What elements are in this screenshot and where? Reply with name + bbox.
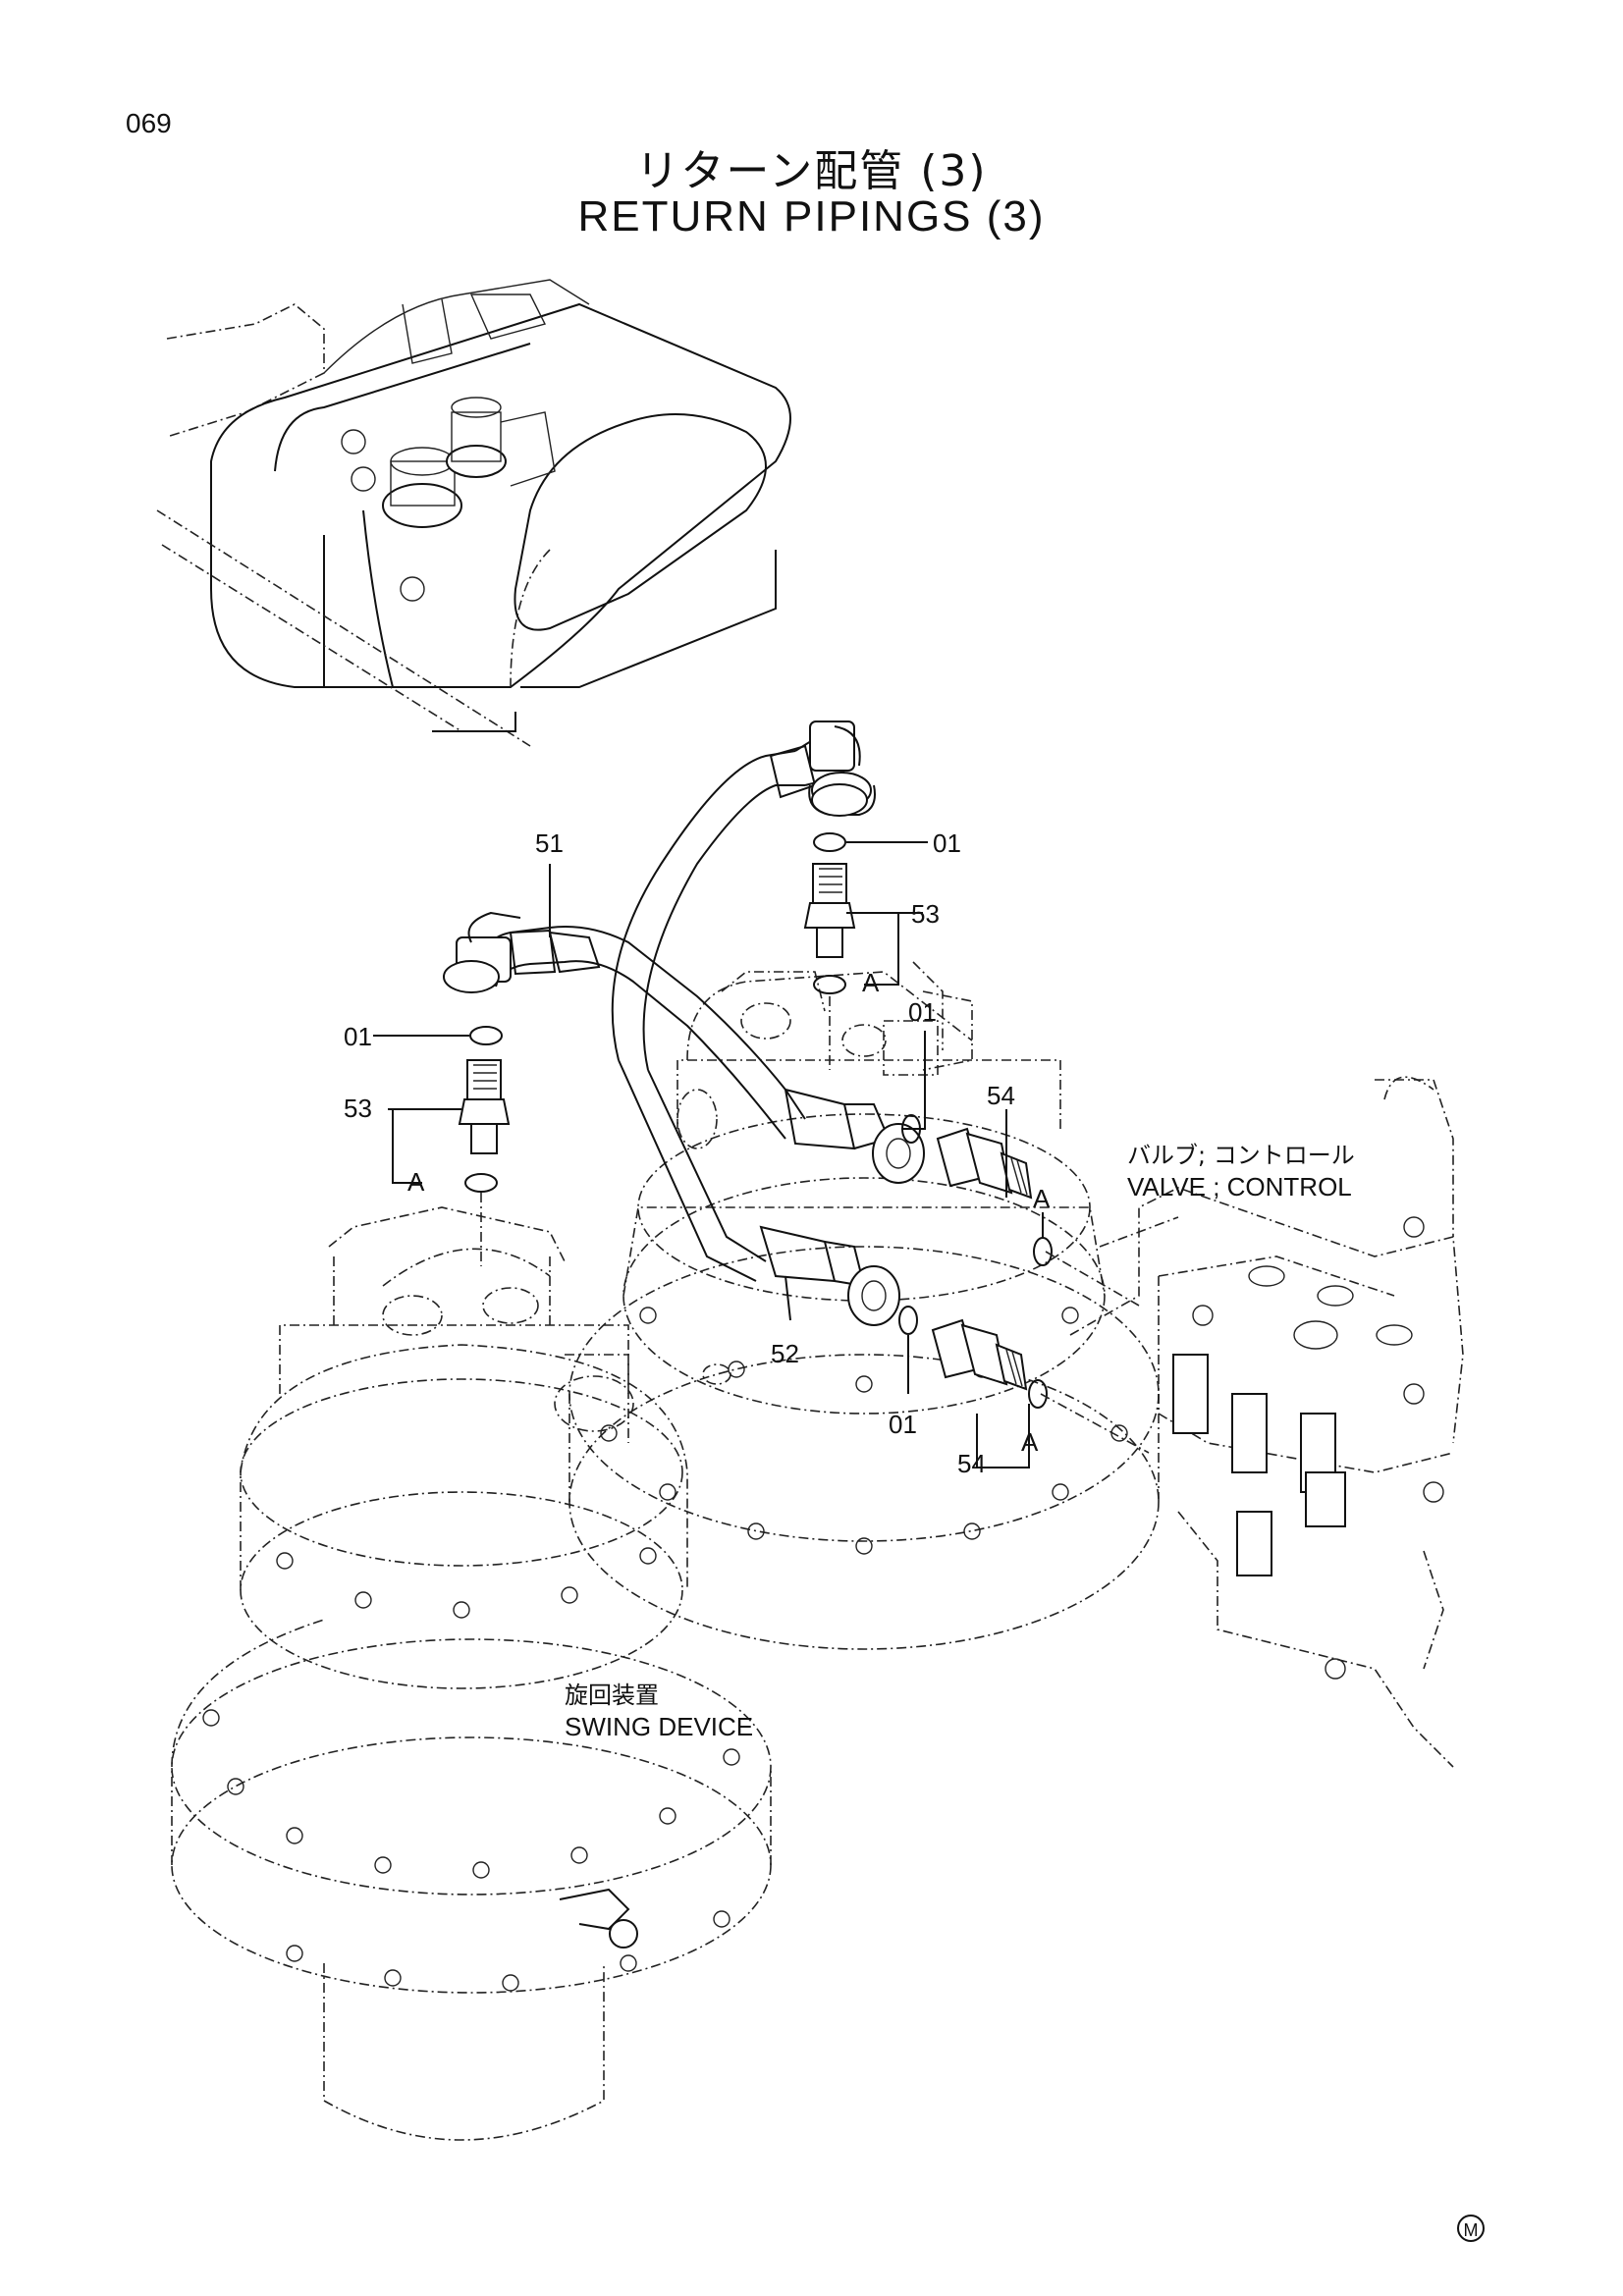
adapter-54-lower	[931, 1318, 1150, 1454]
callout-01-left: 01	[344, 1022, 372, 1051]
callout-01-mid: 01	[908, 997, 937, 1027]
callout-51: 51	[535, 828, 564, 858]
callout-53-left: 53	[344, 1094, 372, 1123]
callout-01-lower: 01	[889, 1410, 917, 1439]
adapter-54-upper	[936, 1127, 1140, 1307]
callout-52: 52	[771, 1339, 799, 1368]
swing-label-jp: 旋回装置	[565, 1682, 659, 1709]
component-labels: バルブ; コントロール VALVE ; CONTROL 旋回装置 SWING D…	[565, 1142, 1355, 1741]
callout-53-upper: 53	[911, 899, 940, 929]
footer-mark-letter: M	[1464, 2220, 1479, 2240]
callout-54-upper: 54	[987, 1081, 1015, 1110]
title-english: RETURN PIPINGS (3)	[577, 192, 1046, 240]
callout-01-upper: 01	[933, 828, 961, 858]
leader-lines	[373, 841, 1044, 1468]
valve-label-jp: バルブ; コントロール	[1127, 1142, 1355, 1169]
callout-a-upper: A	[862, 968, 880, 997]
valve-label-en: VALVE ; CONTROL	[1127, 1172, 1352, 1201]
callout-labels: 51 01 53 A 01 53 A 01 54 A 52 01 54 A	[344, 828, 1051, 1478]
flange-bolts-left	[202, 1547, 740, 1992]
callout-a-lower: A	[1021, 1427, 1039, 1457]
callout-54-lower: 54	[957, 1449, 986, 1478]
o-rings	[464, 832, 1053, 1409]
callout-a-mid: A	[1033, 1184, 1051, 1213]
page-number: 069	[126, 108, 172, 138]
footer-mark: M	[1457, 2215, 1485, 2242]
hose-fittings	[443, 783, 925, 1326]
swing-device-left	[171, 1206, 772, 2141]
machine-overview-inset	[156, 279, 791, 747]
adapter-53-upper	[803, 863, 856, 1070]
flange-bolts-right	[600, 1307, 1128, 1555]
title-japanese: リターン配管 (3)	[635, 146, 988, 196]
swing-label-en: SWING DEVICE	[565, 1712, 753, 1741]
adapter-53-lower	[458, 1059, 511, 1266]
control-valve	[1069, 1076, 1464, 1768]
hose-51	[456, 911, 806, 1140]
callout-a-left: A	[407, 1167, 425, 1197]
